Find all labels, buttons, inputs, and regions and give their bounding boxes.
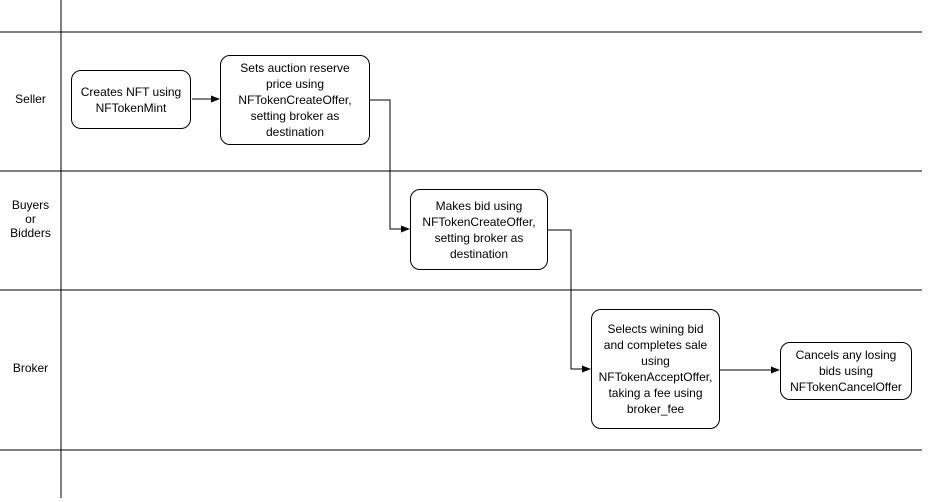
connector-reserve-to-bid-arrowhead-icon [401, 225, 410, 233]
lane-label-seller: Seller [15, 92, 46, 106]
connector-bid-to-accept [548, 229, 582, 370]
lane-label-buyers-or-bidders: Buyers or Bidders [10, 198, 51, 240]
connector-reserve-to-bid [370, 99, 401, 230]
connector-mint-to-reserve-arrowhead-icon [211, 95, 220, 103]
node-cancels-losing-bids: Cancels any losing bids using NFTokenCan… [780, 342, 912, 400]
lane-label-broker: Broker [12, 361, 49, 375]
node-creates-nft: Creates NFT using NFTokenMint [71, 70, 191, 129]
connector-accept-to-cancel-arrowhead-icon [771, 366, 780, 374]
node-makes-bid: Makes bid using NFTokenCreateOffer, sett… [410, 189, 548, 270]
connector-bid-to-accept-arrowhead-icon [582, 365, 591, 373]
node-selects-winning-bid: Selects wining bid and completes sale us… [591, 309, 720, 429]
node-sets-auction-reserve: Sets auction reserve price using NFToken… [220, 55, 370, 145]
